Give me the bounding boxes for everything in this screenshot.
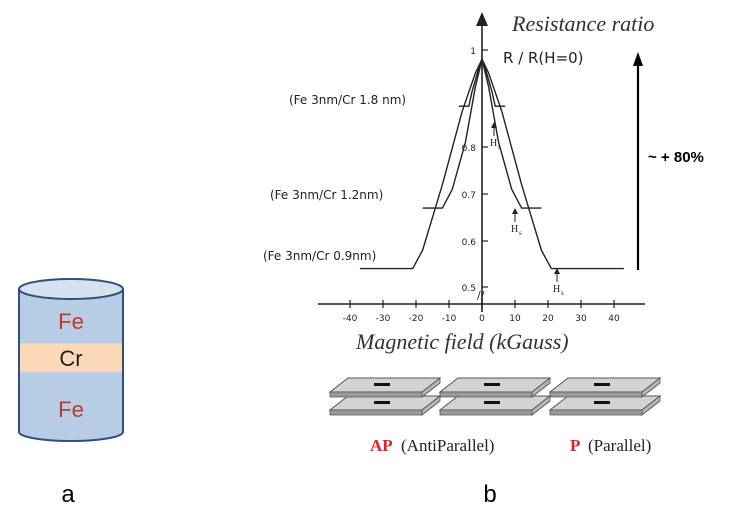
stacked-layers-icon — [548, 377, 662, 416]
panel-b-caption: b — [483, 481, 496, 508]
x-tick-label: 30 — [575, 314, 587, 324]
hs-arrowhead — [512, 208, 518, 214]
stacked-layers-icon — [438, 377, 552, 416]
fe-bottom-label: Fe — [58, 397, 84, 422]
hs-arrowhead — [491, 122, 497, 128]
chart-title: Resistance ratio — [511, 11, 654, 36]
y-tick-label: 0.7 — [462, 191, 476, 201]
cr-label: Cr — [59, 346, 82, 371]
cr-layer — [19, 343, 123, 372]
x-tick-label: 20 — [542, 314, 554, 324]
stacked-layers-icon — [328, 377, 442, 416]
series-line — [359, 57, 624, 270]
hs-subscript: s — [519, 229, 522, 237]
y-tick-label: 0.8 — [462, 144, 477, 154]
cylinder-top — [18, 278, 124, 300]
legend-ap-abbr: AP — [370, 436, 393, 455]
hs-label: H — [490, 138, 497, 149]
x-tick-label: -20 — [409, 314, 424, 324]
hs-label: H — [553, 284, 560, 295]
magnitude-label: ~ + 80% — [648, 149, 704, 166]
y-axis-label: R / R(H=0) — [503, 49, 584, 67]
x-tick-label: -10 — [442, 314, 457, 324]
x-tick-label: -40 — [343, 314, 358, 324]
x-tick-label: 10 — [509, 314, 521, 324]
series-label: (Fe 3nm/Cr 1.2nm) — [270, 188, 383, 202]
panel-a-caption: a — [61, 481, 75, 508]
y-axis-arrow — [476, 12, 488, 26]
hs-arrowhead — [554, 268, 560, 274]
magnitude-arrowhead — [633, 52, 643, 66]
series-label: (Fe 3nm/Cr 0.9nm) — [263, 249, 376, 263]
trilayer-cylinder: Fe Cr Fe — [18, 278, 124, 442]
x-tick-label: -30 — [376, 314, 391, 324]
fe-top-label: Fe — [58, 309, 84, 334]
series-label: (Fe 3nm/Cr 1.8 nm) — [289, 93, 406, 107]
legend-ap-text: (AntiParallel) — [401, 436, 494, 455]
hs-label: H — [511, 224, 518, 235]
y-tick-label: 1 — [470, 47, 476, 57]
fe-bottom-fill — [19, 372, 123, 432]
y-tick-label: 0.6 — [462, 238, 477, 248]
x-tick-label: 0 — [479, 314, 485, 324]
y-tick-label: 0.5 — [462, 284, 476, 294]
legend-p-abbr: P — [570, 436, 580, 455]
y-axis-break: // — [477, 289, 485, 302]
legend-p-text: (Parallel) — [588, 436, 651, 455]
hs-subscript: s — [498, 143, 501, 151]
x-tick-label: 40 — [608, 314, 620, 324]
hs-subscript: s — [561, 289, 564, 297]
x-axis-label: Magnetic field (kGauss) — [355, 329, 569, 354]
